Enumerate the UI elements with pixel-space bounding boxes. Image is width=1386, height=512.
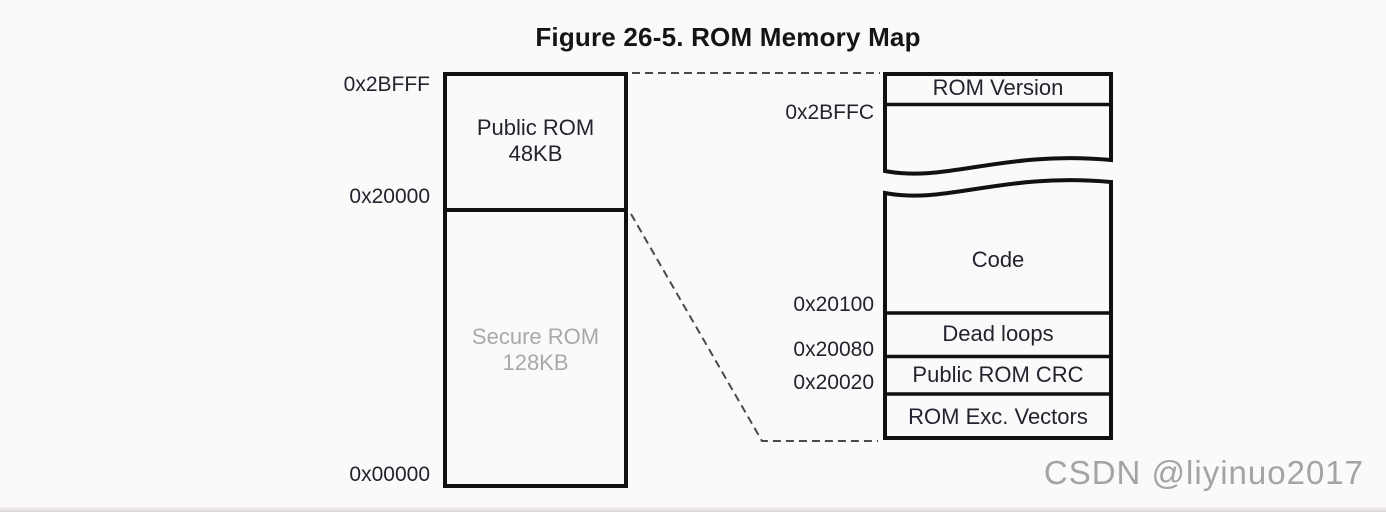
secure-rom-size: 128KB (502, 350, 569, 375)
public-rom-crc-label: Public ROM CRC (912, 362, 1084, 387)
rom-detail-upper-box (883, 72, 1113, 176)
rom-version-label: ROM Version (932, 75, 1064, 100)
secure-rom-box (443, 208, 628, 488)
secure-rom-label: Secure ROM 128KB (443, 324, 628, 376)
address-label-0x20080: 0x20080 (793, 338, 874, 361)
secure-rom-name: Secure ROM (471, 324, 600, 349)
dead-loops-label: Dead loops (942, 321, 1054, 346)
public-rom-label: Public ROM 48KB (443, 115, 628, 167)
rom-exc-vectors-label: ROM Exc. Vectors (908, 404, 1088, 429)
address-label-0x2BFFC: 0x2BFFC (785, 101, 874, 124)
public-rom-size: 48KB (508, 141, 563, 166)
address-label-0x20000: 0x20000 (349, 185, 430, 208)
address-label-0x20100: 0x20100 (793, 293, 874, 316)
address-label-0x20020: 0x20020 (793, 371, 874, 394)
address-label-0x2BFFF: 0x2BFFF (343, 73, 430, 96)
public-rom-name: Public ROM (476, 115, 595, 140)
figure-title: Figure 26-5. ROM Memory Map (535, 22, 921, 52)
code-label: Code (971, 247, 1025, 272)
zoom-connector-bottom-dashed-line (630, 213, 878, 442)
address-label-0x00000: 0x00000 (349, 463, 430, 486)
rom-detail-lower-box (883, 178, 1113, 440)
csdn-watermark: CSDN @liyinuo2017 (1043, 454, 1364, 491)
bottom-edge-strip (0, 507, 1386, 512)
